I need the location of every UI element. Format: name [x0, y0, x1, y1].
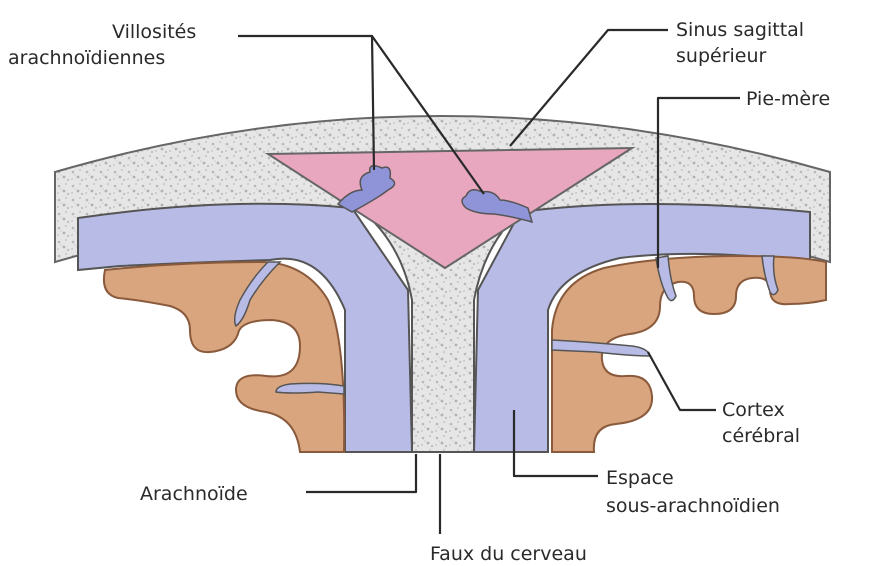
- leader-arachnoide: [306, 454, 416, 492]
- label-cortex: Cortex cérébral: [722, 399, 800, 447]
- leader-cortex: [648, 352, 716, 410]
- subarachnoid-space-left: [78, 204, 412, 452]
- label-espace: Espace sous-arachnoïdien: [606, 467, 780, 517]
- cortex-sulcus-left-2: [276, 383, 344, 394]
- label-faux: Faux du cerveau: [430, 543, 587, 565]
- cerebral-cortex-left: [104, 262, 344, 452]
- cerebral-cortex-right: [552, 256, 826, 452]
- label-arachnoide: Arachnoïde: [140, 483, 248, 505]
- label-villosites: Villosités arachnoïdiennes: [8, 21, 202, 69]
- label-pie-mere: Pie-mère: [746, 88, 830, 110]
- label-sinus: Sinus sagittal supérieur: [676, 19, 810, 67]
